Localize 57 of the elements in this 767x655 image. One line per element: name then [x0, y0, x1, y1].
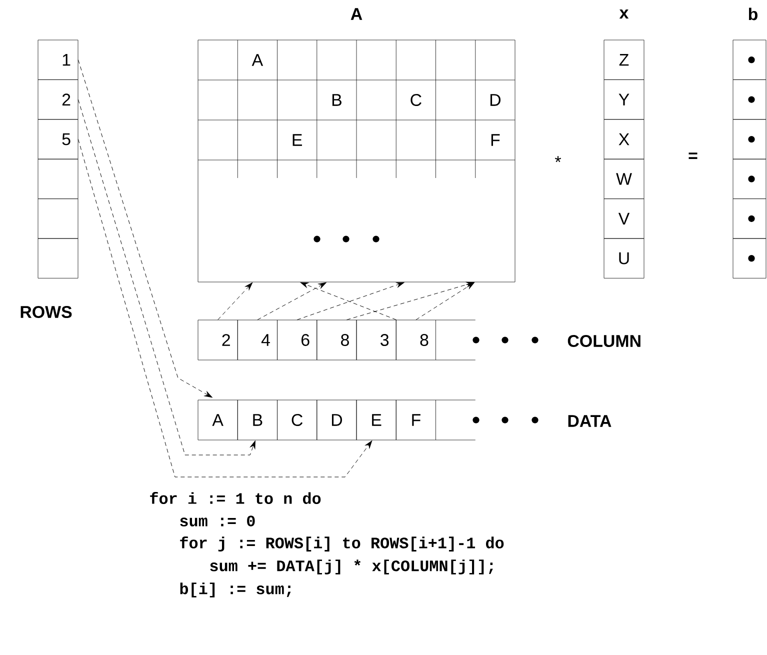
vector-cell: U	[604, 238, 644, 278]
vector-cell	[732, 198, 766, 239]
code-line: sum += DATA[j] * x[COLUMN[j]];	[210, 560, 493, 574]
array-cell: 2	[38, 80, 78, 120]
array-cell: 4	[237, 320, 278, 360]
vector-cell: Y	[604, 80, 644, 120]
array-cell: 6	[277, 320, 318, 360]
vector-cell: W	[604, 158, 644, 199]
operator-sign: *	[554, 156, 562, 162]
vector-cell: X	[604, 119, 644, 160]
array-cell	[38, 198, 78, 239]
array-heading: COLUMN	[568, 335, 640, 347]
matrix-entry: F	[491, 134, 500, 146]
arrow	[257, 282, 326, 320]
code-line: for j := ROWS[i] to ROWS[i+1]-1 do	[180, 536, 504, 552]
array-cell	[38, 158, 78, 199]
arrow	[78, 60, 212, 398]
code-line: for i := 1 to n do	[150, 492, 321, 504]
matrix-entry: B	[332, 94, 342, 106]
matrix-entry: C	[410, 94, 422, 106]
vector-cell	[732, 80, 766, 120]
array-cell: 5	[38, 119, 78, 160]
vector-cell	[732, 40, 766, 80]
array-cell: 3	[356, 320, 396, 360]
vector-heading: x	[619, 10, 629, 18]
array-cell: 1	[38, 40, 78, 80]
vector-cell	[732, 119, 766, 160]
array-heading: DATA	[568, 415, 612, 427]
array-cell: 2	[198, 320, 238, 360]
array-cell	[436, 400, 476, 440]
array-cell: F	[396, 400, 436, 440]
array-cell: E	[356, 400, 396, 440]
vector-cell: V	[604, 198, 644, 239]
vector-cell: Z	[604, 40, 644, 80]
array-cell	[38, 238, 78, 278]
array-cell: A	[198, 400, 238, 440]
array-cell: 8	[396, 320, 436, 360]
array-cell: 8	[316, 320, 357, 360]
arrow	[416, 282, 474, 320]
matrix-entry: D	[490, 94, 500, 106]
arrow	[78, 99, 256, 456]
array-cell	[436, 320, 476, 360]
vector-cell	[732, 158, 766, 199]
matrix-entry: A	[252, 54, 264, 66]
array-heading: ROWS	[20, 306, 72, 318]
array-cell: C	[277, 400, 318, 440]
operator-sign: =	[688, 152, 698, 159]
array-cell: B	[237, 400, 278, 440]
arrow	[78, 139, 372, 478]
matrix-entry: E	[292, 134, 302, 146]
code-line: sum := 0	[180, 516, 255, 526]
arrow	[218, 282, 253, 320]
node-label: A	[350, 8, 362, 20]
vector-cell	[732, 238, 766, 278]
array-cell: D	[316, 400, 357, 440]
code-line: b[i] := sum;	[180, 582, 291, 598]
vector-heading: b	[748, 8, 758, 20]
